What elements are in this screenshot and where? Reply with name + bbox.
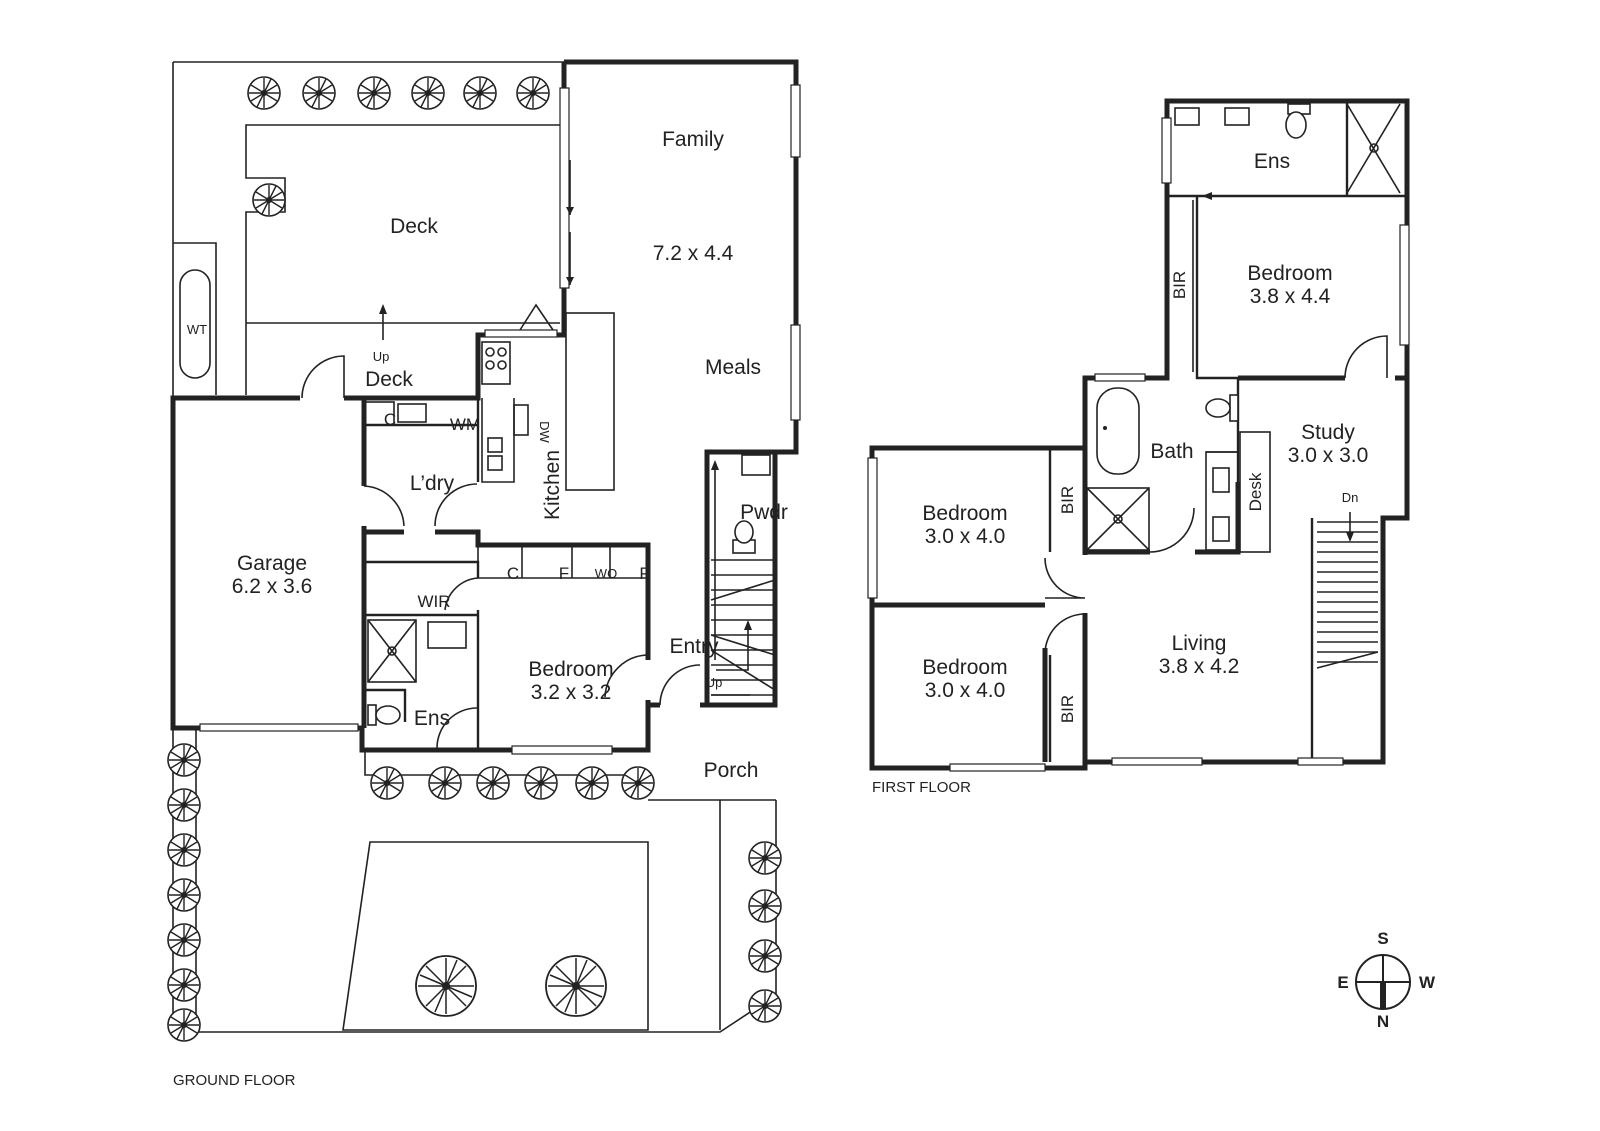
bedroom-label: Bedroom bbox=[528, 658, 613, 681]
family-label: Family bbox=[662, 128, 724, 151]
meals-label: Meals bbox=[705, 356, 761, 379]
pantry-c-label: C bbox=[507, 564, 519, 583]
ground-floor: Family 7.2 x 4.4 Meals Deck Up Deck WT C… bbox=[167, 59, 801, 1089]
ensuite-label: Ens bbox=[414, 707, 450, 730]
ff-bedroom2-dims: 3.0 x 4.0 bbox=[925, 525, 1006, 548]
deck-up-label: Up bbox=[373, 349, 390, 364]
ff-living-label: Living bbox=[1172, 632, 1227, 655]
kitchen-label: Kitchen bbox=[541, 450, 564, 520]
ground-floor-label: GROUND FLOOR bbox=[173, 1072, 296, 1089]
ff-study-label: Study bbox=[1301, 421, 1355, 444]
pantry-f-label: F bbox=[559, 564, 569, 583]
laundry-wm-label: WM bbox=[450, 415, 480, 434]
ff-bedroom3-bir-label: BIR bbox=[1058, 695, 1077, 723]
pantry-p-label: P bbox=[639, 564, 650, 583]
entry-up-label: Up bbox=[706, 675, 723, 690]
wir-label: WIR bbox=[417, 592, 450, 611]
garage-label: Garage bbox=[237, 552, 307, 575]
bedroom-dims: 3.2 x 3.2 bbox=[531, 681, 612, 704]
ff-bath-label: Bath bbox=[1150, 440, 1193, 463]
powder-label: Pwdr bbox=[740, 501, 788, 524]
compass-w: W bbox=[1419, 973, 1436, 992]
compass-n: N bbox=[1377, 1012, 1389, 1031]
first-floor: Ens Bedroom 3.8 x 4.4 BIR Bath Study 3.0… bbox=[867, 98, 1410, 796]
porch-label: Porch bbox=[704, 759, 759, 782]
deck-lower-label: Deck bbox=[365, 368, 413, 391]
ff-master-bir-label: BIR bbox=[1170, 271, 1189, 299]
compass-s: S bbox=[1377, 929, 1388, 948]
ff-master-bedroom-dims: 3.8 x 4.4 bbox=[1250, 285, 1331, 308]
ff-desk-label: Desk bbox=[1246, 472, 1265, 511]
ff-bedroom3-label: Bedroom bbox=[922, 656, 1007, 679]
ff-study-dims: 3.0 x 3.0 bbox=[1288, 444, 1369, 467]
deck-label: Deck bbox=[390, 215, 438, 238]
ff-dn-label: Dn bbox=[1342, 490, 1359, 505]
entry-label: Entry bbox=[669, 635, 719, 658]
ff-master-bedroom-label: Bedroom bbox=[1247, 262, 1332, 285]
laundry-c-label: C bbox=[384, 410, 396, 429]
garage-dims: 6.2 x 3.6 bbox=[232, 575, 313, 598]
ff-bedroom2-label: Bedroom bbox=[922, 502, 1007, 525]
first-floor-label: FIRST FLOOR bbox=[872, 779, 971, 796]
ff-bedroom3-dims: 3.0 x 4.0 bbox=[925, 679, 1006, 702]
ff-ensuite-label: Ens bbox=[1254, 150, 1290, 173]
compass: S W E N bbox=[1337, 929, 1436, 1031]
dw-label: DW bbox=[537, 421, 552, 443]
ff-bedroom2-bir-label: BIR bbox=[1058, 486, 1077, 514]
pantry-wo-label: WO bbox=[595, 566, 617, 581]
wt-label: WT bbox=[187, 322, 207, 337]
compass-e: E bbox=[1337, 973, 1348, 992]
family-dims: 7.2 x 4.4 bbox=[653, 242, 734, 265]
laundry-label: L’dry bbox=[410, 472, 455, 495]
ff-living-dims: 3.8 x 4.2 bbox=[1159, 655, 1240, 678]
